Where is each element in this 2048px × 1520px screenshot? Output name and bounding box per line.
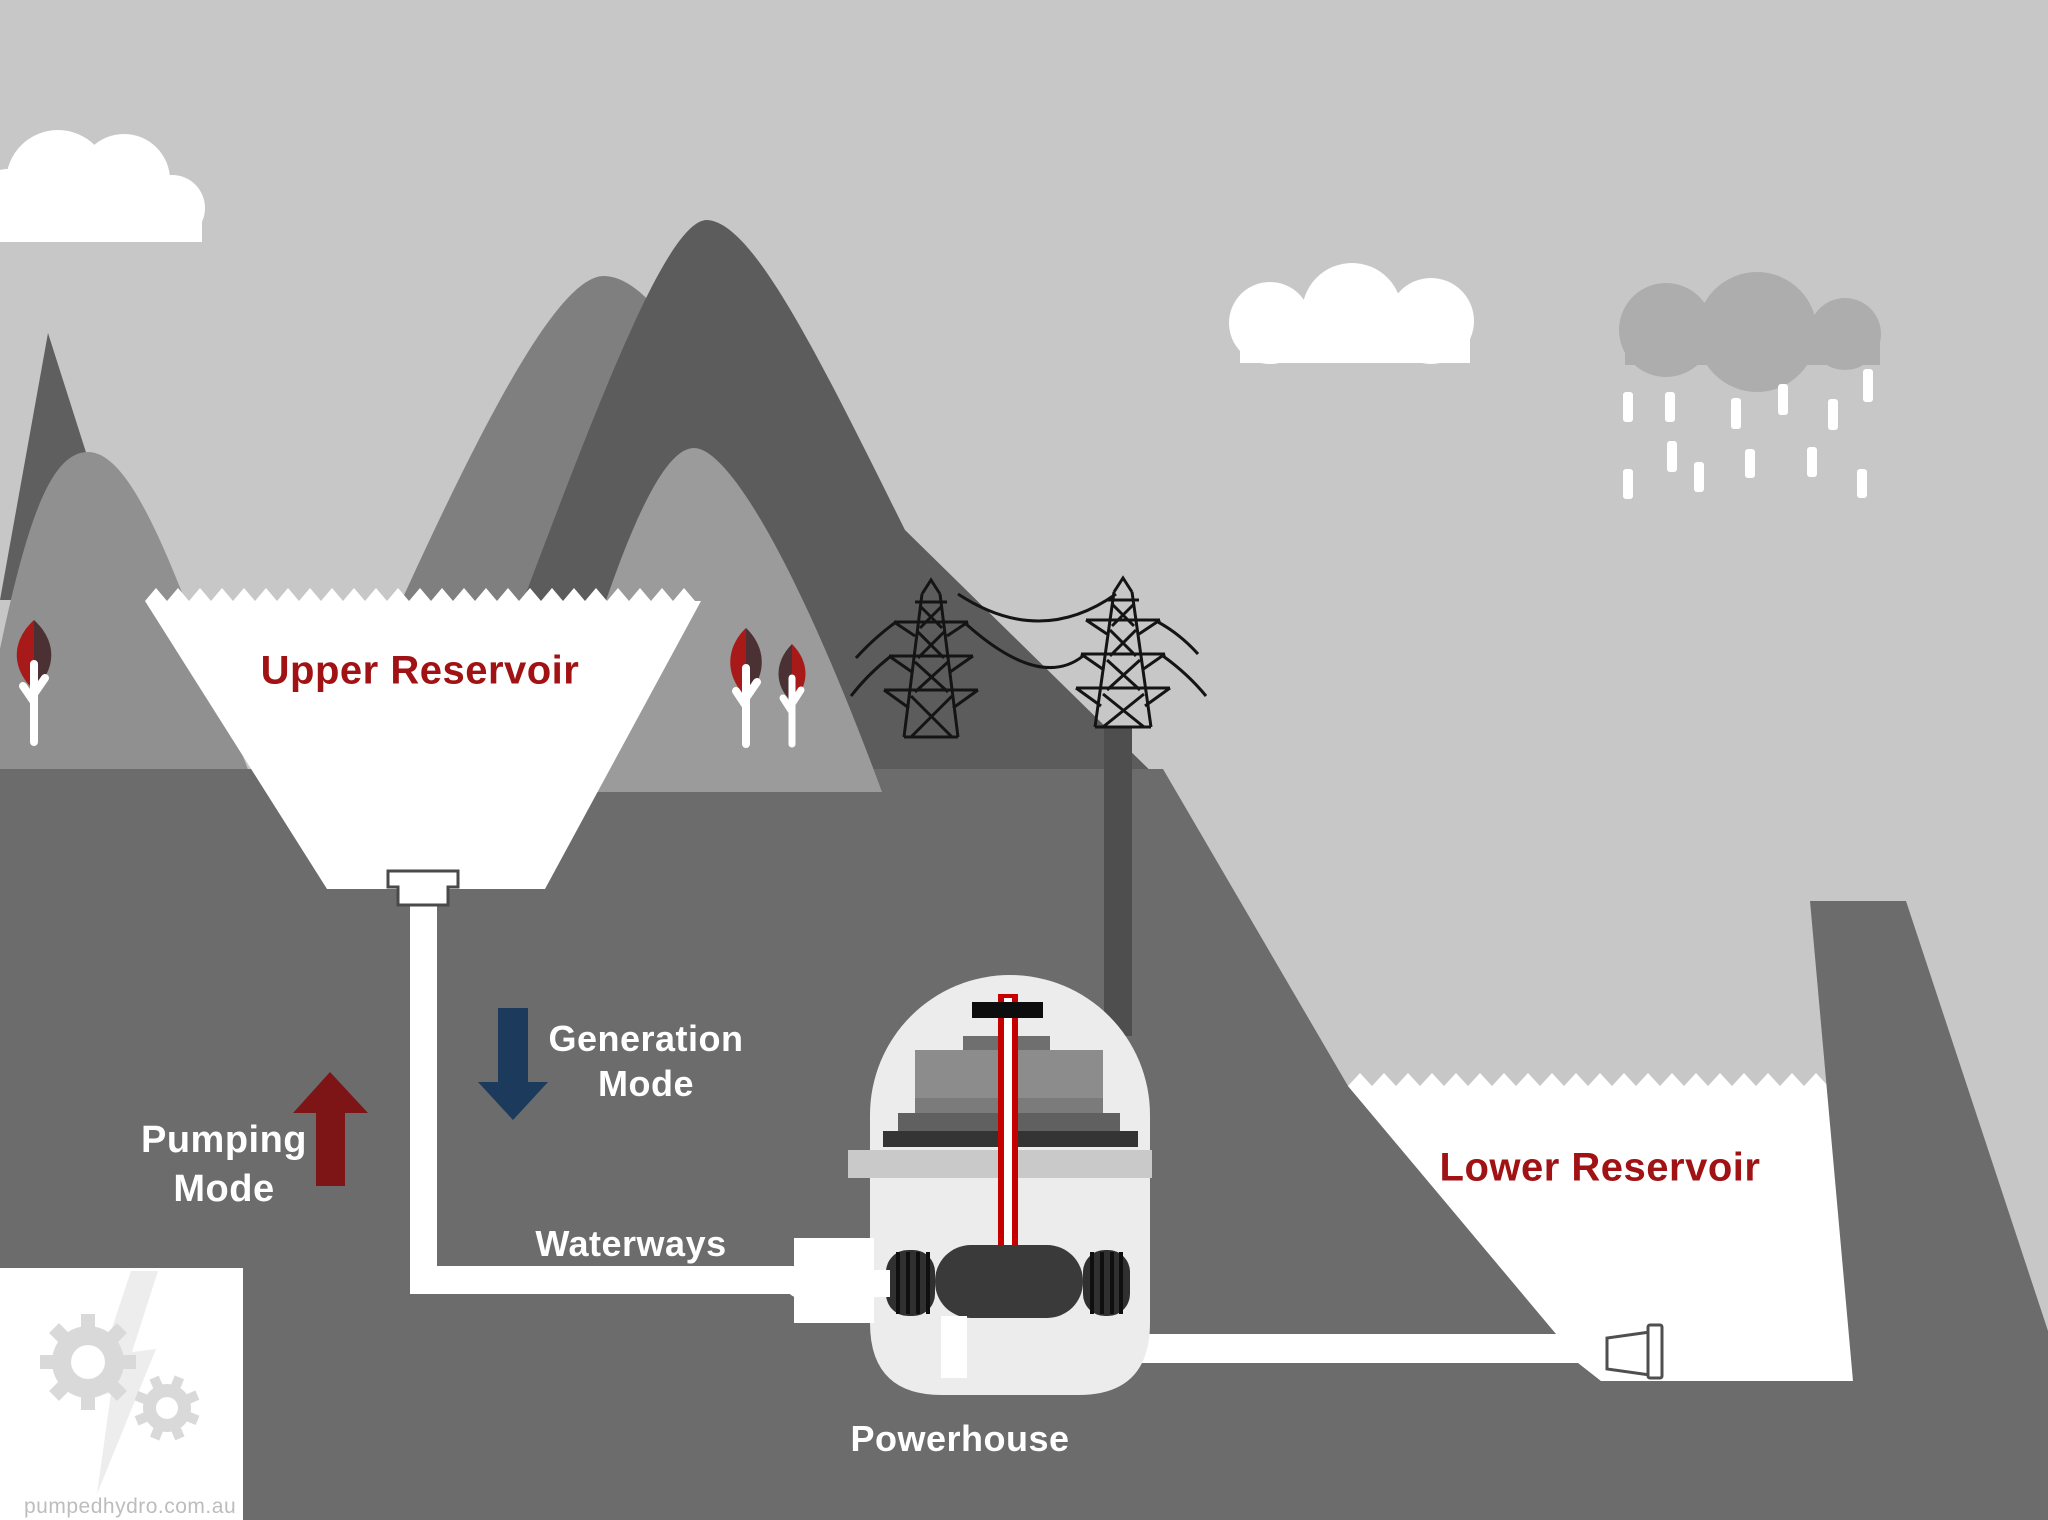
generation-mode-label: Generation Mode	[548, 1016, 743, 1106]
upper-reservoir-water	[145, 588, 701, 889]
generation-mode-line1: Generation	[548, 1018, 744, 1059]
gear-icon	[40, 1314, 136, 1410]
intake-icon	[386, 869, 460, 907]
logo-card	[0, 1268, 243, 1520]
pumping-arrow-up-icon	[293, 1072, 368, 1186]
tree-icon	[730, 628, 762, 748]
lower-reservoir-label: Lower Reservoir	[1439, 1145, 1761, 1190]
pumping-mode-label: Pumping Mode	[141, 1116, 307, 1214]
rain-cloud-icon	[1619, 272, 1881, 392]
gear-icon	[134, 1375, 200, 1441]
powerhouse-dome-icon	[785, 975, 1152, 1395]
cloud-icon	[0, 130, 205, 242]
watermark-text: pumpedhydro.com.au	[24, 1495, 237, 1518]
lightning-bolt-icon	[89, 1271, 158, 1494]
lower-reservoir-water	[940, 1073, 1853, 1381]
pumping-mode-line2: Mode	[173, 1168, 275, 1210]
tree-icon	[778, 644, 806, 748]
cable-shaft-icon	[1104, 726, 1132, 1036]
generator-top-bar	[972, 1002, 1043, 1018]
waterways-label: Waterways	[535, 1223, 727, 1264]
left-mountain	[0, 452, 250, 775]
inlet-flange	[785, 1238, 890, 1323]
power-line-icon	[849, 592, 1208, 697]
shaft-icon	[998, 994, 1018, 1250]
draft-tube	[941, 1316, 967, 1378]
outlet-icon	[1605, 1323, 1664, 1380]
generation-arrow-down-icon	[478, 1008, 548, 1120]
pumping-mode-line1: Pumping	[140, 1119, 308, 1161]
turbine-icon	[886, 1245, 1130, 1318]
tree-icon	[16, 620, 52, 746]
dam-icon	[1810, 901, 2048, 1520]
cloud-icon	[1229, 263, 1474, 364]
rain-drop-icon	[1623, 369, 1873, 499]
powerhouse-label: Powerhouse	[850, 1418, 1070, 1459]
transmission-tower-icon	[883, 577, 979, 739]
transmission-tower-icon	[1075, 575, 1171, 729]
generation-mode-line2: Mode	[597, 1063, 694, 1104]
upper-reservoir-label: Upper Reservoir	[260, 648, 580, 693]
